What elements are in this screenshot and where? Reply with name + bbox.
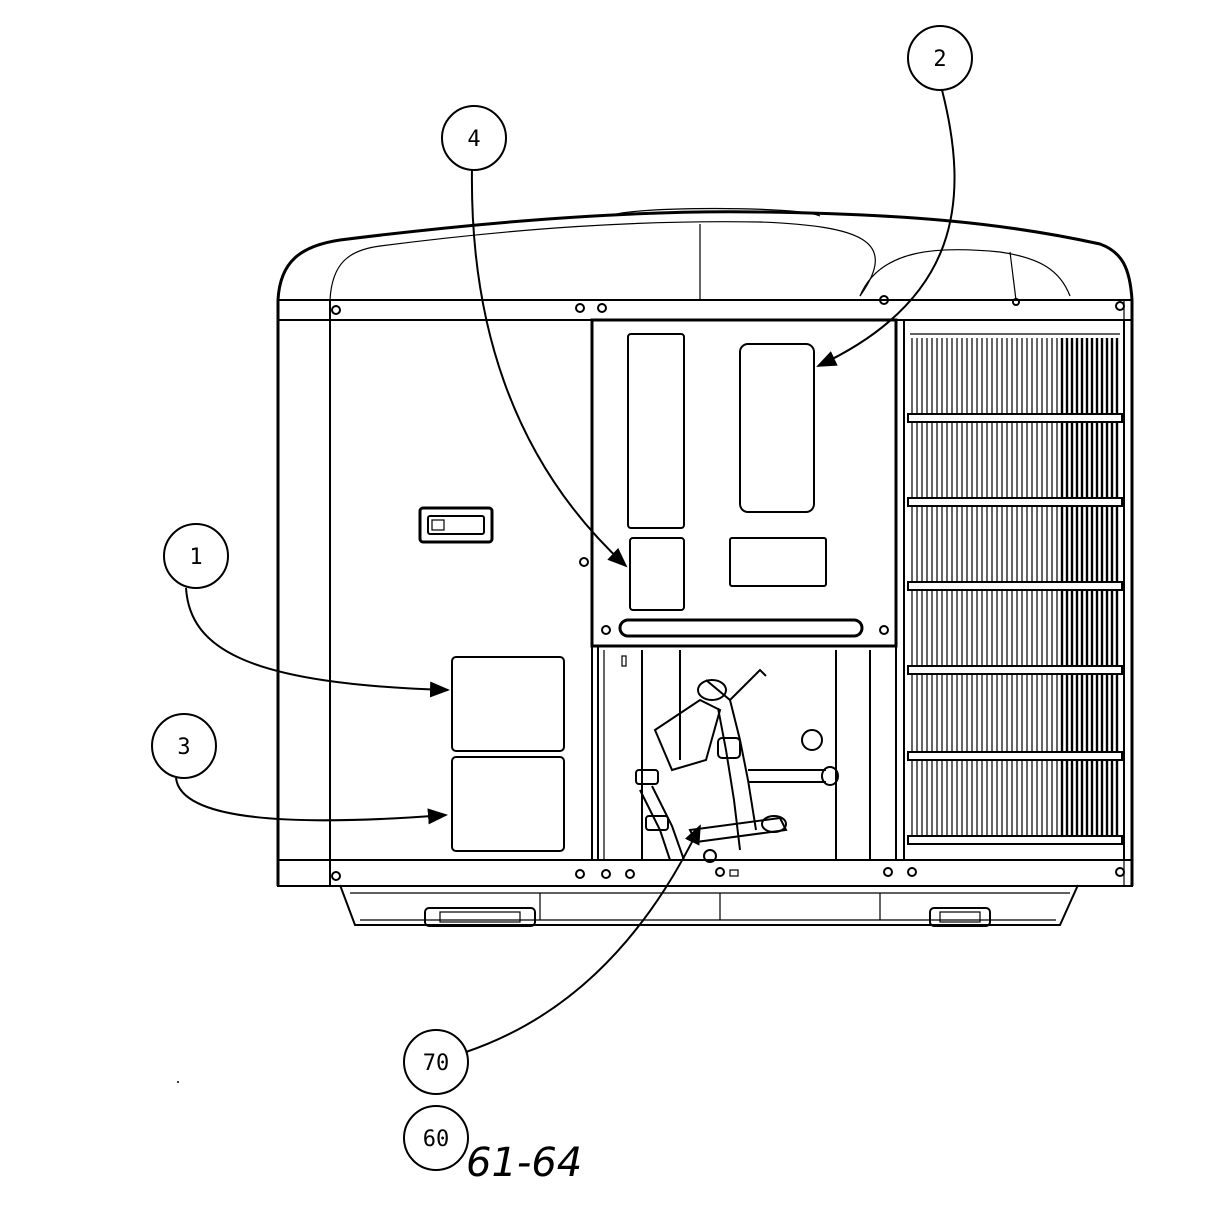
control-panel xyxy=(590,318,898,648)
stray-dot xyxy=(177,1081,179,1083)
callout-3-label: 3 xyxy=(177,735,190,760)
callout-2: 2 xyxy=(907,25,973,91)
handwritten-part-range: 61-64 xyxy=(466,1140,582,1186)
compressor-compartment xyxy=(597,320,905,877)
callout-70-label: 70 xyxy=(423,1051,450,1076)
callout-60: 60 xyxy=(403,1105,469,1171)
callout-4-label: 4 xyxy=(467,127,480,152)
callout-60-label: 60 xyxy=(423,1127,450,1152)
coil-guard-bar xyxy=(907,581,1123,591)
callout-4: 4 xyxy=(441,105,507,171)
coil-guard-bar xyxy=(907,751,1123,761)
coil-guard-bar xyxy=(907,835,1123,845)
callout-1: 1 xyxy=(163,523,229,589)
coil-guard-bar xyxy=(907,665,1123,675)
callout-1-label: 1 xyxy=(189,545,202,570)
coil-guard-bar xyxy=(907,497,1123,507)
condenser-coil xyxy=(903,319,1125,861)
cabinet xyxy=(276,207,1134,887)
base-pan xyxy=(339,884,1079,927)
screws xyxy=(331,295,1125,881)
leader-lines xyxy=(175,89,956,1053)
callout-70: 70 xyxy=(403,1029,469,1095)
coil-guard-bars xyxy=(907,413,1123,845)
service-valves xyxy=(635,668,839,877)
left-access-panel xyxy=(329,319,593,861)
callout-3: 3 xyxy=(151,713,217,779)
coil-guard-bar xyxy=(907,413,1123,423)
callout-2-label: 2 xyxy=(933,47,946,72)
